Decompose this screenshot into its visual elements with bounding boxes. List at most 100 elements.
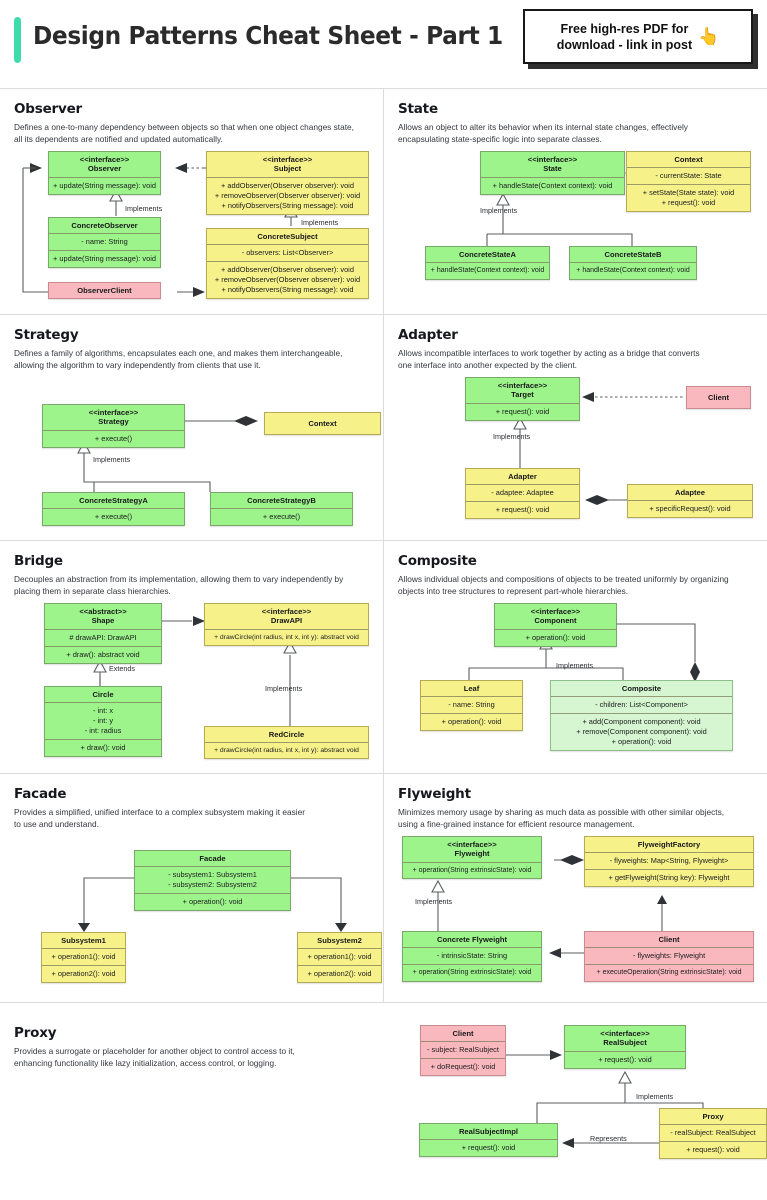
method: + remove(Component component): void [576,727,707,737]
class-name: Strategy [98,417,129,427]
uml-box-client: Client - subject: RealSubject + doReques… [420,1024,506,1077]
field: # drawAPI: DrawAPI [69,632,137,642]
field: - subsystem2: Subsystem2 [168,880,257,890]
stereotype: <<interface>> [261,606,312,616]
promo-banner[interactable]: Free high-res PDF for download - link in… [523,9,758,69]
class-name: Subsystem2 [317,935,362,945]
uml-box-flyweight: <<interface>> Flyweight + operation(Stri… [402,835,542,880]
stereotype: <<interface>> [527,154,578,164]
section-description: Provides a surrogate or placeholder for … [14,1046,295,1068]
implements-label: Implements [556,660,594,670]
row-proxy: Proxy Provides a surrogate or placeholde… [0,1002,767,1167]
row-strategy-adapter: Strategy Defines a family of algorithms,… [0,314,767,540]
class-name: Circle [92,689,114,699]
uml-box-composite: Composite - children: List<Component> + … [550,679,733,752]
method: + operation1(): void [51,952,116,962]
uml-box-leaf: Leaf - name: String + operation(): void [420,679,523,732]
row-bridge-composite: Bridge Decouples an abstraction from its… [0,540,767,773]
class-name: Client [707,392,730,402]
method: + request(): void [495,406,550,416]
uml-box-drawapi: <<interface>> DrawAPI + drawCircle(int r… [204,602,369,646]
method: + draw(): abstract void [66,649,140,659]
method: + execute() [94,512,133,522]
uml-box-client: Client - flyweights: Flyweight + execute… [584,930,754,982]
class-name: ConcreteObserver [71,220,138,230]
method: + setState(State state): void [642,188,735,198]
method: + handleState(Context context): void [492,180,613,190]
uml-box-concrete-strategy-a: ConcreteStrategyA + execute() [42,491,185,527]
stereotype: <<abstract>> [79,606,127,616]
uml-box-concrete-strategy-b: ConcreteStrategyB + execute() [210,491,353,527]
field: - subsystem1: Subsystem1 [168,870,257,880]
section-facade: Facade Provides a simplified, unified in… [0,774,384,1002]
class-name: State [543,164,562,174]
section-title: Bridge [14,553,63,569]
method: + request(): void [495,505,550,515]
method: + removeObserver(Observer observer): voi… [214,275,361,285]
class-name: FlyweightFactory [637,839,701,849]
method: + addObserver(Observer observer): void [221,180,354,190]
section-adapter: Adapter Allows incompatible interfaces t… [384,315,767,540]
method: + operation2(): void [51,969,116,979]
field: - currentState: State [655,171,722,181]
method: + handleState(Context context): void [576,267,690,275]
stereotype: <<interface>> [447,839,497,849]
section-description: Allows an object to alter its behavior w… [398,122,688,144]
method: + operation(String extrinsicState): void [412,866,532,874]
method: + handleState(Context context): void [430,267,545,275]
implements-label: Implements [480,205,518,215]
field: - subject: RealSubject [427,1045,499,1055]
section-description: Defines a family of algorithms, encapsul… [14,348,343,370]
field: - realSubject: RealSubject [670,1128,756,1138]
uml-box-realsubject-impl: RealSubjectImpl + request(): void [419,1122,558,1158]
method: + operation2(): void [307,969,372,979]
method: + notifyObservers(String message): void [221,200,354,210]
implements-label: Implements [125,203,163,213]
stereotype: <<interface>> [88,407,139,417]
section-observer: Observer Defines a one-to-many dependenc… [0,89,384,314]
section-description: Defines a one-to-many dependency between… [14,122,354,144]
section-title: Observer [14,101,83,117]
stereotype: <<interface>> [600,1028,650,1038]
promo-line-1: Free high-res PDF for [560,21,689,36]
field: - name: String [81,237,128,247]
represents-label: Represents [590,1133,627,1143]
class-name: Client [452,1028,474,1038]
class-name: DrawAPI [270,616,303,626]
class-name: ConcreteStrategyA [79,495,148,505]
class-name: Flyweight [454,849,490,859]
section-bridge: Bridge Decouples an abstraction from its… [0,541,384,773]
page-header: Design Patterns Cheat Sheet - Part 1 Fre… [0,0,767,88]
field: - adaptee: Adaptee [491,488,554,498]
method: + removeObserver(Observer observer): voi… [214,190,361,200]
field: - intrinsicState: String [436,951,508,961]
section-title: Adapter [398,327,458,343]
uml-box-adaptee: Adaptee + specificRequest(): void [627,483,753,519]
uml-box-circle: Circle - int: x - int: y - int: radius +… [44,685,162,758]
uml-box-context: Context [264,411,381,436]
uml-box-context: Context - currentState: State + setState… [626,150,751,213]
class-name: RealSubjectImpl [458,1126,519,1136]
class-name: Subject [273,164,302,174]
method: + addObserver(Observer observer): void [221,265,354,275]
uml-box-concrete-state-a: ConcreteStateA + handleState(Context con… [425,245,550,280]
uml-box-proxy: Proxy - realSubject: RealSubject + reque… [659,1107,767,1160]
implements-label: Implements [93,454,131,464]
method: + request(): void [686,1145,740,1155]
class-name: Leaf [463,683,480,693]
method: + update(String message): void [53,180,156,190]
uml-box-observer-client: ObserverClient [48,281,161,300]
section-title: State [398,101,438,117]
method: + execute() [94,433,133,443]
section-strategy: Strategy Defines a family of algorithms,… [0,315,384,540]
class-name: Shape [91,616,115,626]
field: - children: List<Component> [595,700,688,710]
section-flyweight: Flyweight Minimizes memory usage by shar… [384,774,767,1002]
section-description: Provides a simplified, unified interface… [14,807,305,829]
class-name: ConcreteStateA [459,249,516,259]
method: + request(): void [461,1143,516,1153]
row-observer-state: Observer Defines a one-to-many dependenc… [0,88,767,314]
uml-box-target: <<interface>> Target + request(): void [465,376,580,421]
page-title: Design Patterns Cheat Sheet - Part 1 [33,21,503,50]
class-name: RealSubject [603,1038,647,1048]
